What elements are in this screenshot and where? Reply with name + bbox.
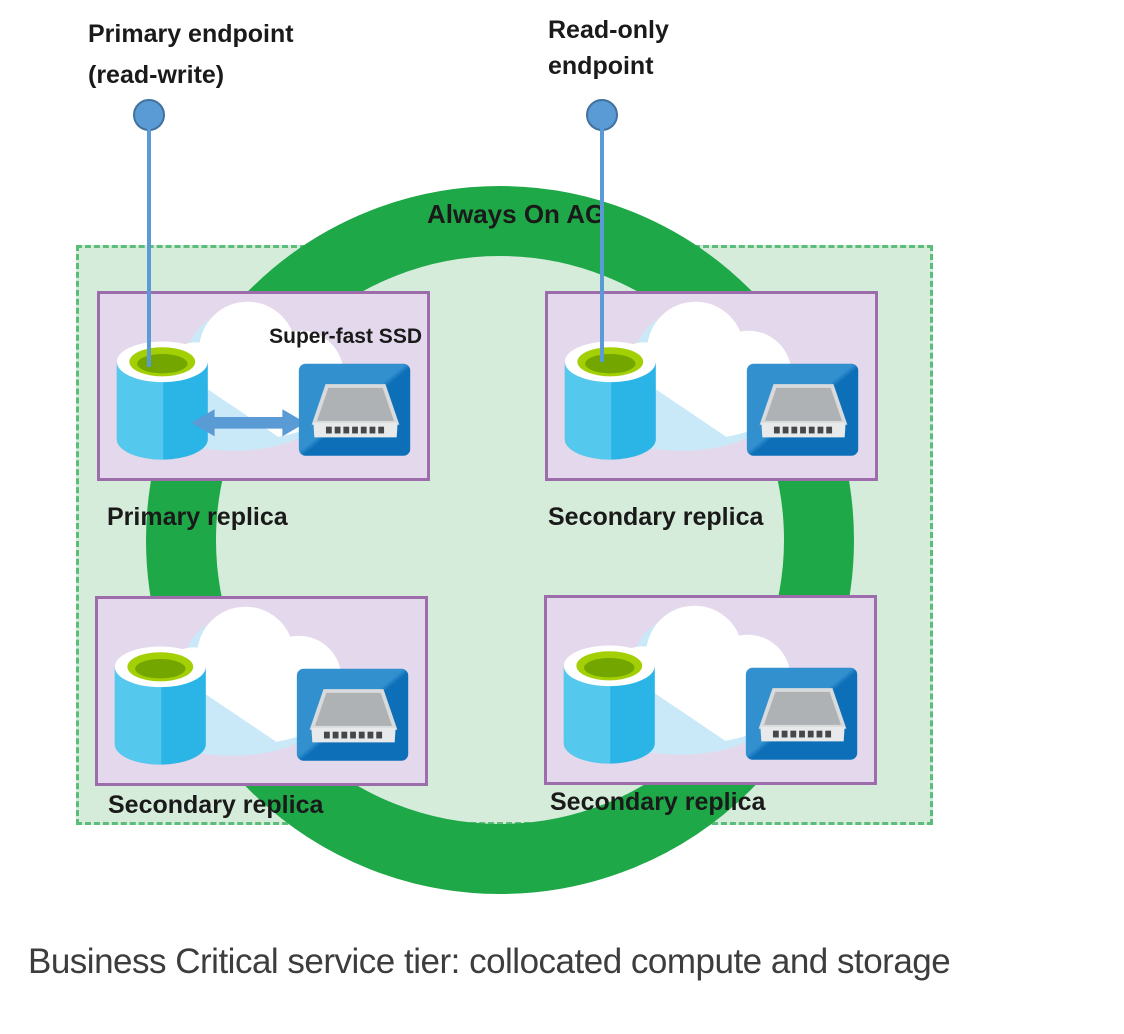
secondary-replica-box-2 [95,596,428,786]
readonly-endpoint-pin-icon [586,99,618,131]
ssd-drive-icon [294,666,411,763]
primary-replica-label: Primary replica [107,503,288,531]
database-cylinder-icon [115,646,206,783]
primary-endpoint-connector-line [147,128,151,367]
ssd-drive-icon [296,361,413,458]
primary-endpoint-pin-icon [133,99,165,131]
readonly-endpoint-connector-line [600,128,604,362]
primary-endpoint-label-line1: Primary endpoint [88,20,294,48]
replica-icons [548,294,861,478]
diagram-caption: Business Critical service tier: collocat… [28,942,951,981]
ssd-drive-icon [743,665,860,762]
super-fast-ssd-label: Super-fast SSD [269,325,422,348]
ssd-drive-icon [744,361,861,458]
database-cylinder-icon [565,341,656,478]
primary-endpoint-label-line2: (read-write) [88,61,225,89]
secondary-replica-label-1: Secondary replica [548,503,764,531]
secondary-replica-label-2: Secondary replica [108,791,324,819]
database-cylinder-icon [117,341,208,478]
readonly-endpoint-label-line2: endpoint [548,52,654,80]
replica-icons [547,598,860,782]
secondary-replica-box-1 [545,291,878,481]
secondary-replica-label-3: Secondary replica [550,788,766,816]
readonly-endpoint-label-line1: Read-only [548,16,669,44]
primary-endpoint-label: Primary endpoint (read-write) [88,14,294,96]
replica-icons [98,599,411,783]
database-cylinder-icon [564,645,655,782]
secondary-replica-box-3 [544,595,877,785]
always-on-ag-label: Always On AG [427,199,606,229]
readonly-endpoint-label: Read-only endpoint [548,12,669,84]
